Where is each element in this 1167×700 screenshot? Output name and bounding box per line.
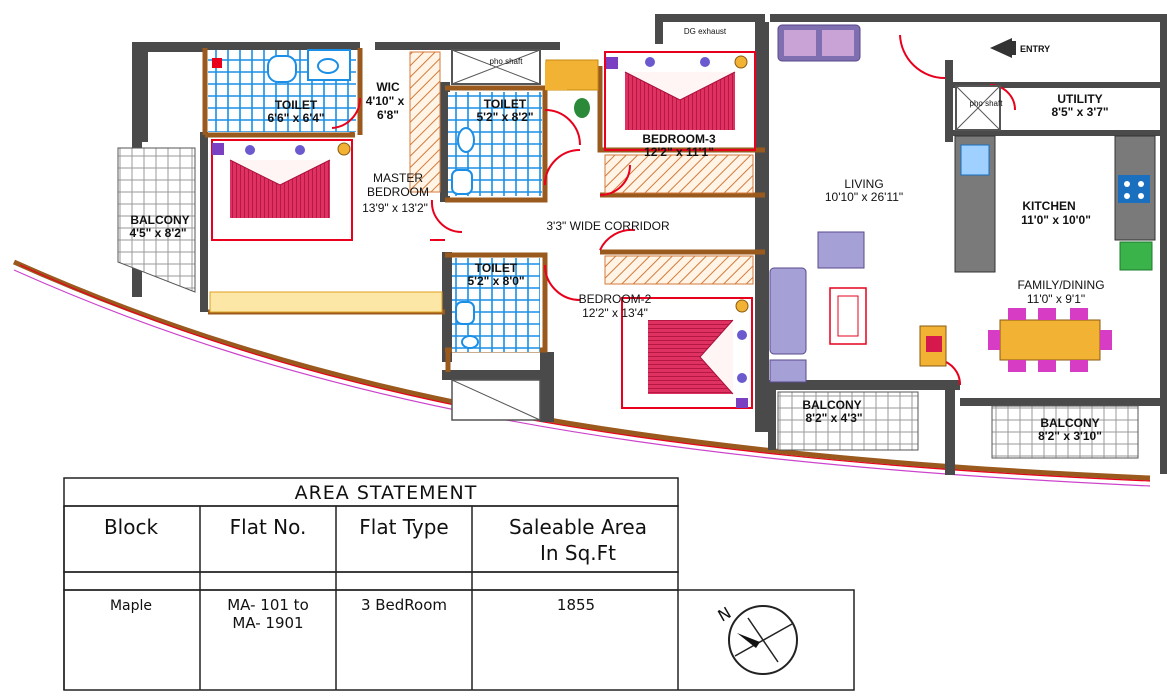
- label-dg-exhaust: DG exhaust: [684, 27, 727, 36]
- label-pho-shaft-mid: pho shaft: [490, 57, 524, 66]
- label-kitchen: KITCHEN: [1022, 199, 1075, 213]
- label-living-size: 10'10" x 26'11": [825, 190, 903, 204]
- label-wic-size-1: 4'10" x: [366, 94, 405, 108]
- label-corridor: 3'3" WIDE CORRIDOR: [546, 219, 670, 233]
- kitchen-counters: [954, 135, 1156, 273]
- entry-arrow-bar: [1012, 41, 1016, 55]
- label-master-2: BEDROOM: [367, 185, 429, 199]
- label-utility: UTILITY: [1057, 92, 1102, 106]
- master-desk: [209, 291, 443, 313]
- label-family-size: 11'0" x 9'1": [1027, 292, 1085, 306]
- header-saleable-1: Saleable Area: [509, 515, 647, 539]
- label-pho-shaft-util: pho shaft: [970, 99, 1004, 108]
- area-statement-title: AREA STATEMENT: [295, 482, 478, 504]
- label-kitchen-size: 11'0" x 10'0": [1021, 213, 1091, 227]
- door-panel-bed3: [545, 62, 567, 90]
- wardrobe-bed3: [604, 154, 754, 194]
- label-toilet-mid: TOILET: [484, 97, 527, 111]
- utility-shaft: [955, 85, 1001, 131]
- header-saleable-2: In Sq.Ft: [540, 541, 616, 565]
- label-bedroom2-size: 12'2" x 13'4": [582, 306, 648, 320]
- pho-shaft-mid: [451, 49, 541, 85]
- label-living: LIVING: [844, 177, 883, 191]
- label-bedroom3: BEDROOM-3: [642, 132, 716, 146]
- balcony-right-tiles: [991, 405, 1139, 459]
- label-bedroom3-size: 12'2" x 11'1": [644, 145, 714, 159]
- mid-toilet: [448, 92, 542, 196]
- label-wic: WIC: [376, 80, 400, 94]
- header-flat-no: Flat No.: [230, 515, 307, 539]
- label-balcony-right: BALCONY: [1040, 416, 1099, 430]
- dining-table: [988, 308, 1112, 372]
- label-balcony-left: BALCONY: [130, 213, 189, 227]
- master-toilet: [208, 49, 356, 132]
- label-family: FAMILY/DINING: [1017, 278, 1104, 292]
- compass-n-label: N: [715, 603, 735, 625]
- living-furniture: [769, 24, 947, 383]
- left-balcony: [117, 147, 196, 293]
- label-toilet-lower: TOILET: [475, 261, 518, 275]
- label-balcony-right-size: 8'2" x 3'10": [1038, 429, 1102, 443]
- entry-arrow-icon: [990, 38, 1012, 58]
- label-toilet-master-size: 6'6" x 6'4": [267, 111, 324, 125]
- north-compass-icon: [728, 605, 798, 675]
- label-wic-size-2: 6'8": [377, 108, 399, 122]
- bed-bedroom3: [604, 51, 756, 151]
- header-flat-type: Flat Type: [359, 515, 448, 539]
- label-entry: ENTRY: [1020, 44, 1050, 54]
- label-balcony-mid-size: 8'2" x 4'3": [805, 411, 862, 425]
- label-master-1: MASTER: [373, 171, 423, 185]
- cell-block: Maple: [110, 598, 152, 614]
- bed3-plant: [574, 98, 590, 118]
- balcony-mid-tiles: [777, 391, 919, 451]
- label-master-size: 13'9" x 13'2": [362, 201, 428, 215]
- cell-area: 1855: [557, 596, 595, 614]
- bed-master: [211, 139, 353, 241]
- label-utility-size: 8'5" x 3'7": [1051, 105, 1108, 119]
- wardrobe-bed2: [604, 255, 754, 285]
- cell-flat-type: 3 BedRoom: [361, 596, 447, 614]
- cell-flat-no-1: MA- 101 to: [227, 596, 309, 614]
- label-balcony-left-size: 4'5" x 8'2": [129, 226, 186, 240]
- lower-shaft: [451, 379, 541, 421]
- walls: [132, 14, 1167, 475]
- label-toilet-lower-size: 5'2" x 8'0": [467, 274, 524, 288]
- label-toilet-mid-size: 5'2" x 8'2": [476, 110, 533, 124]
- label-toilet-master: TOILET: [275, 98, 318, 112]
- lower-toilet: [452, 258, 540, 352]
- area-statement-table: [63, 477, 855, 691]
- label-balcony-mid: BALCONY: [802, 398, 861, 412]
- cell-flat-no-2: MA- 1901: [232, 614, 303, 632]
- label-bedroom2: BEDROOM-2: [579, 292, 652, 306]
- wic-wardrobe: [409, 51, 441, 193]
- bed-bedroom2: [621, 297, 753, 409]
- header-block: Block: [104, 515, 159, 539]
